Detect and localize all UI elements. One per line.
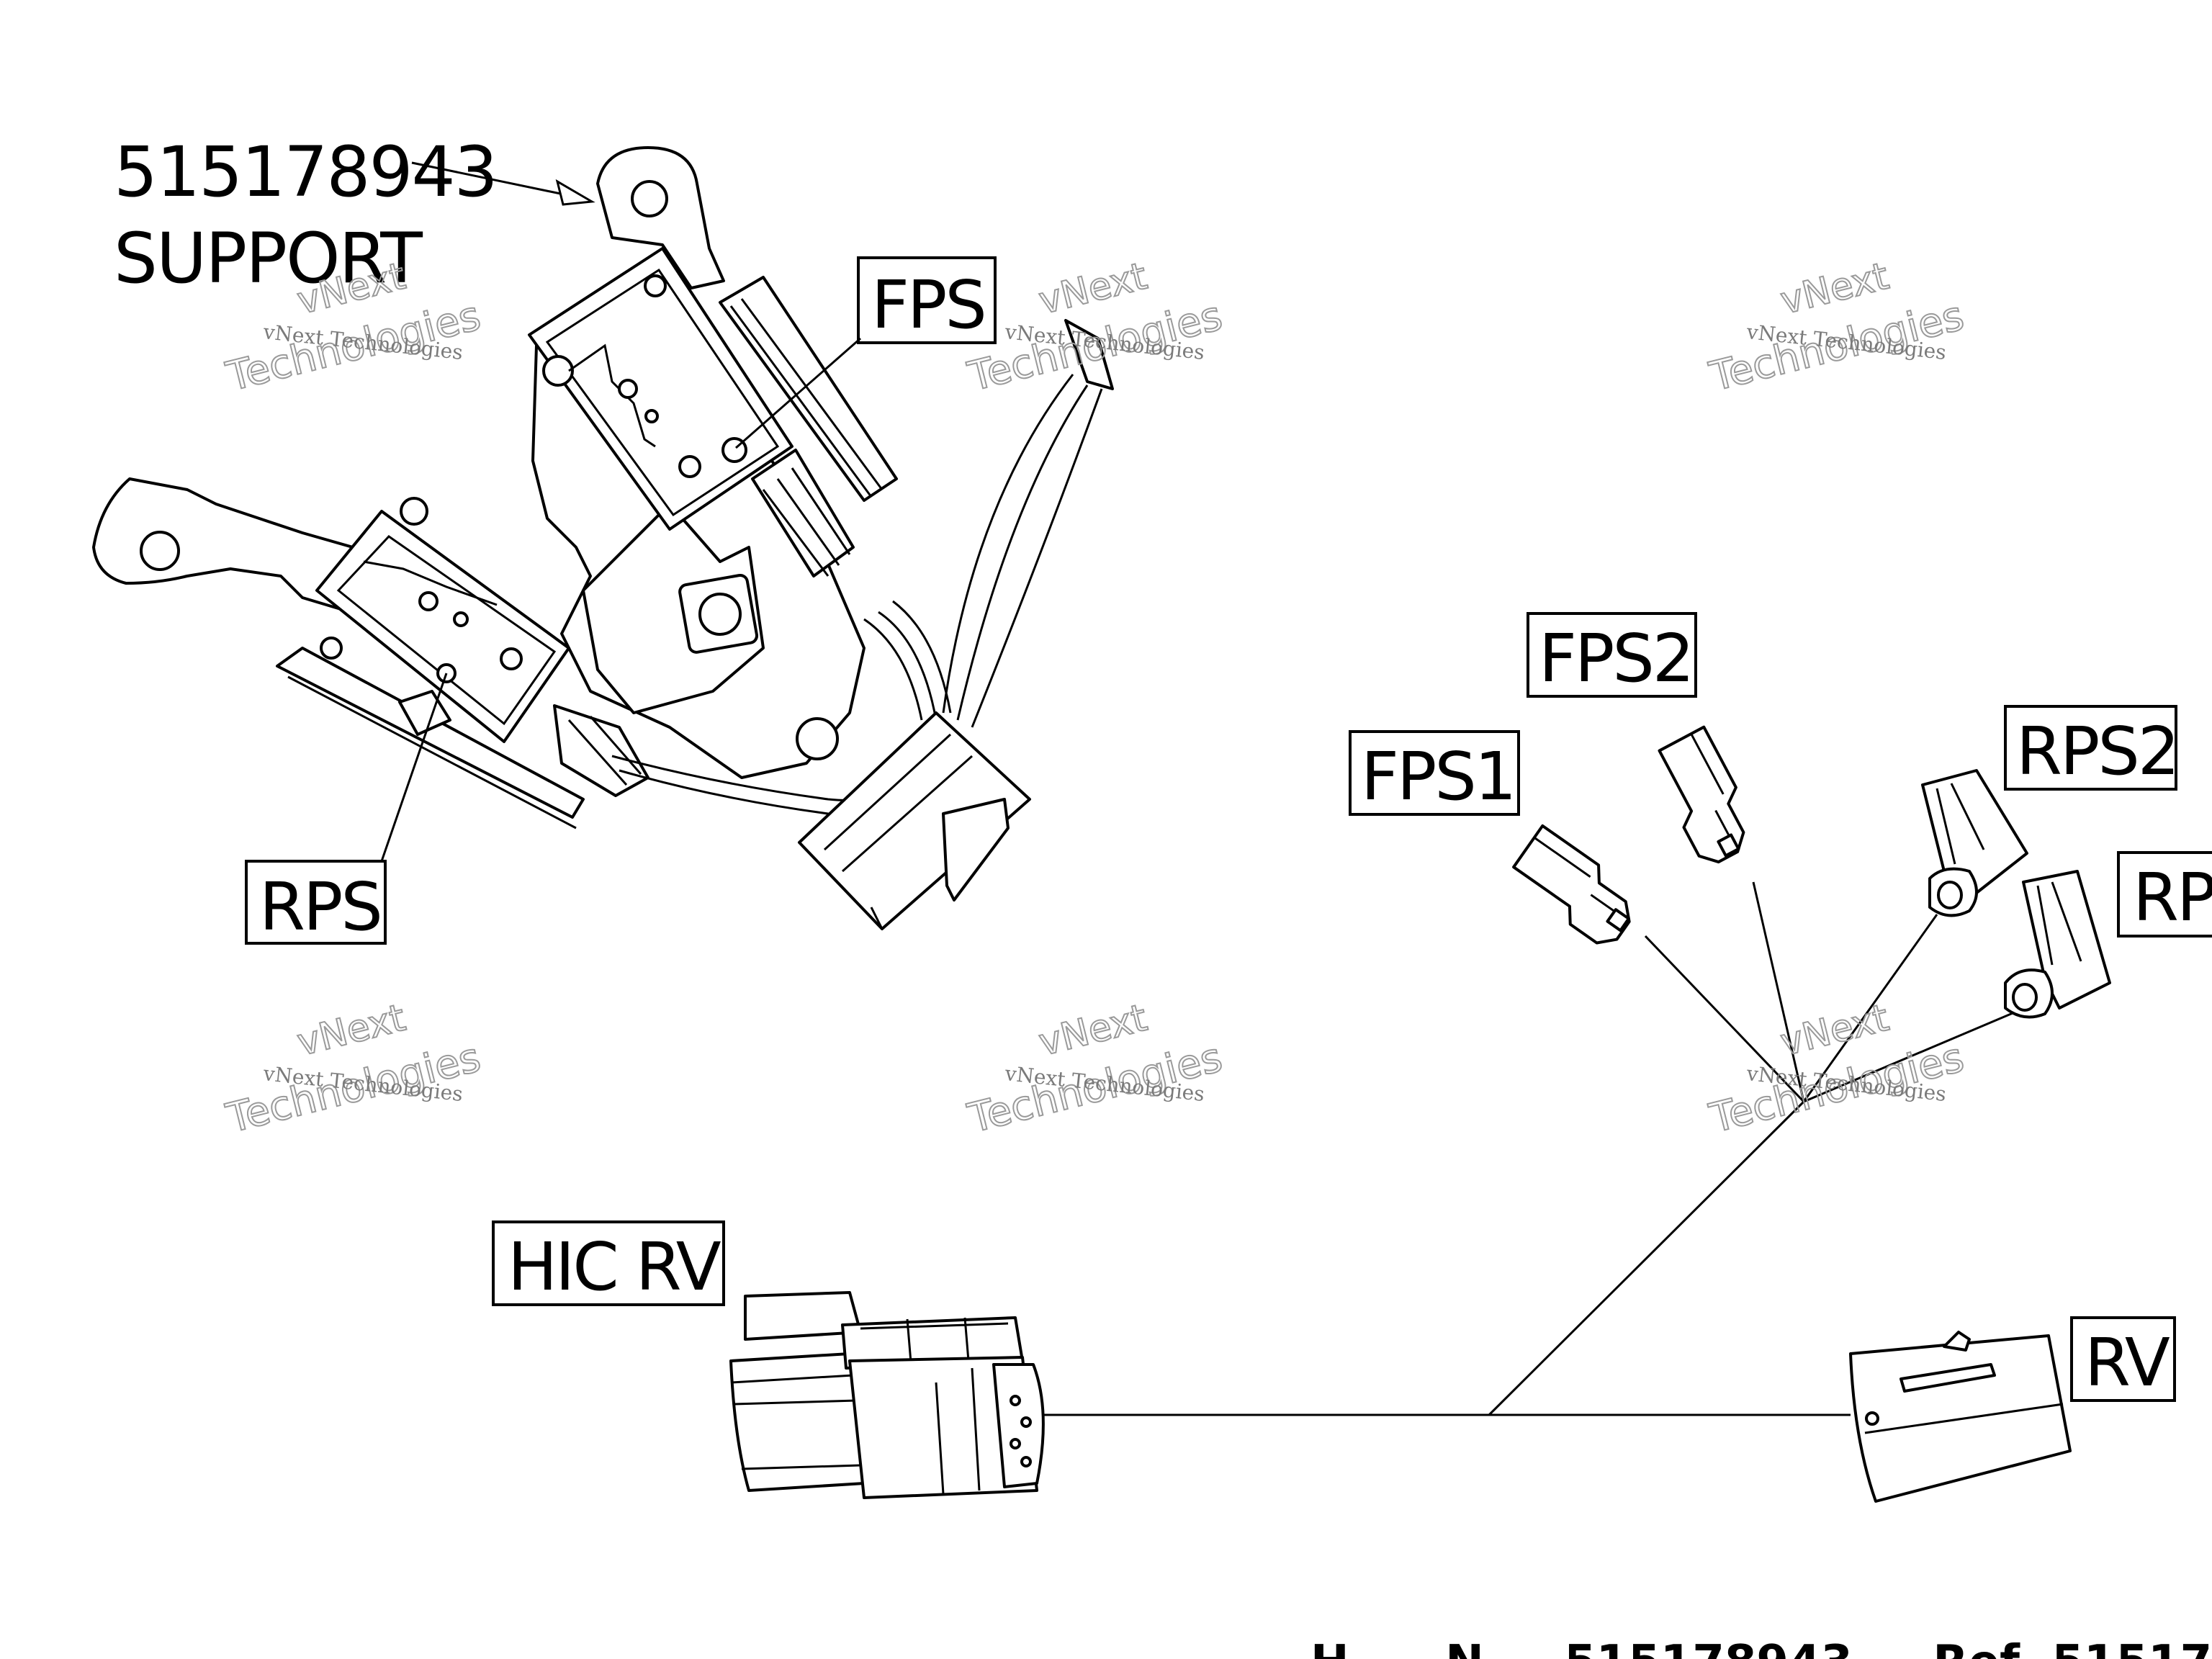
fps2-terminal: [1658, 725, 1745, 864]
footer-harness-text: H N 515178943 Ref 51517: [1310, 1636, 2212, 1659]
part-name-text: SUPPORT: [114, 218, 423, 299]
rps1-label-box-partial: RPS: [2117, 851, 2212, 938]
hic-rv-label: HIC RV: [508, 1228, 721, 1305]
rps1-label-partial: RPS: [2133, 859, 2212, 936]
callout-arrow: [411, 161, 595, 206]
hic-rv-label-box: HIC RV: [492, 1220, 725, 1306]
rv-label-box: RV: [2070, 1316, 2176, 1402]
bracket-connector: [798, 711, 1031, 930]
fps-label: FPS: [871, 266, 985, 343]
fps-label-box: FPS: [735, 256, 997, 449]
rps-label: RPS: [259, 868, 381, 945]
rps1-terminal: [2004, 870, 2111, 1019]
fps1-terminal: [1512, 824, 1631, 945]
rps2-label-box: RPS2: [2004, 705, 2180, 791]
hic-rv-connector: [729, 1291, 1045, 1499]
fps2-label: FPS2: [1539, 620, 1692, 697]
part-number-text: 515178943: [114, 132, 497, 212]
rps-label-box: RPS: [245, 673, 448, 945]
fps1-label-box: FPS1: [1349, 730, 1520, 816]
harness-wires: [1037, 881, 2017, 1416]
rps-micro-switch: [276, 497, 649, 830]
fps-micro-switch: [528, 247, 898, 577]
rps2-terminal: [1921, 769, 2028, 917]
watermark-4: vNext Technologies vNext Technologies: [221, 996, 486, 1143]
watermark-5: vNext Technologies vNext Technologies: [963, 996, 1228, 1143]
fps1-label: FPS1: [1361, 738, 1514, 815]
rps2-label: RPS2: [2016, 713, 2177, 790]
rv-label: RV: [2085, 1324, 2170, 1401]
watermark-6: vNext Technologies vNext Technologies: [1704, 996, 1969, 1143]
watermark-3: vNext Technologies vNext Technologies: [1704, 254, 1969, 402]
rv-connector: [1849, 1331, 2072, 1503]
fps2-label-box: FPS2: [1527, 612, 1697, 698]
